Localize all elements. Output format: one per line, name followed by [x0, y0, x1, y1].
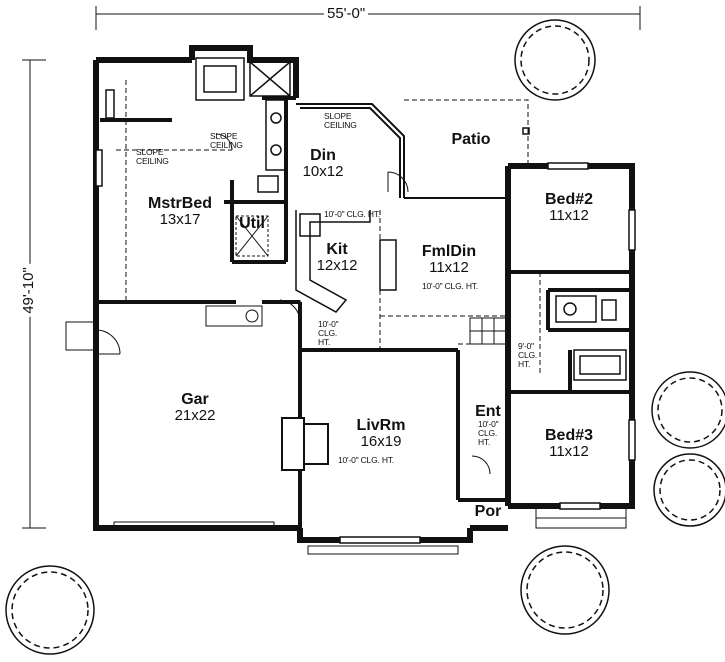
dining-label: Din 10x12 [298, 147, 348, 180]
room-size: 10x12 [302, 163, 344, 180]
room-size: 13x17 [159, 211, 201, 228]
shrubs [5, 19, 725, 655]
stair-grid [469, 317, 507, 345]
entry-label: Ent [468, 404, 508, 420]
slope-ceiling-master-note: SLOPE CEILING [136, 147, 169, 166]
master-bed-label: MstrBed 13x17 [130, 195, 230, 228]
entry-ceiling-note: 10'-0" CLG. HT. [478, 419, 499, 447]
room-name: LivRm [356, 417, 406, 434]
room-size: 21x22 [174, 407, 216, 424]
room-size: 11x12 [549, 207, 589, 224]
room-name: Util [239, 215, 265, 232]
room-name: Gar [181, 391, 209, 408]
exterior-walls [93, 45, 635, 543]
bed3-label: Bed#3 11x12 [534, 427, 604, 460]
room-name: Bed#2 [544, 191, 594, 208]
hall-bath-fixtures [555, 295, 627, 381]
hall-ceiling-note: 10'-0" CLG. HT. [318, 319, 339, 347]
patio-label: Patio [436, 132, 506, 148]
fireplace [281, 417, 329, 471]
room-name: Bed#3 [544, 427, 594, 444]
room-name: MstrBed [147, 195, 212, 212]
family-dining-label: FmlDin 11x12 [414, 243, 484, 276]
slope-ceiling-din-note: SLOPE CEILING [324, 111, 357, 130]
depth-dimension: 49'-10" [19, 264, 37, 317]
utility-label: Util [236, 216, 268, 232]
room-size: 11x12 [429, 259, 469, 276]
room-name: Ent [475, 403, 501, 420]
room-name: Kit [326, 241, 348, 258]
garage-label: Gar 21x22 [160, 391, 230, 424]
family-dining-ceiling-note: 10'-0" CLG. HT. [422, 281, 478, 291]
bed-hall-ceiling-note: 9'-0" CLG. HT. [518, 341, 538, 369]
kitchen-ceiling-note: 10'-0" CLG. HT. [324, 209, 380, 219]
porch-label: Por [468, 504, 508, 520]
front-walk [113, 507, 627, 555]
room-name: Patio [451, 131, 491, 148]
kitchen-counters [295, 210, 397, 313]
room-size: 16x19 [360, 433, 402, 450]
bed2-label: Bed#2 11x12 [534, 191, 604, 224]
bath-fixtures [105, 57, 291, 193]
living-room-label: LivRm 16x19 [346, 417, 416, 450]
room-name: FmlDin [421, 243, 477, 260]
doors [65, 133, 491, 475]
windows [95, 149, 636, 544]
room-size: 11x12 [549, 443, 589, 460]
width-dimension: 55'-0" [324, 5, 369, 22]
kitchen-label: Kit 12x12 [312, 241, 362, 274]
interior-walls [96, 96, 632, 528]
room-name: Din [310, 147, 336, 164]
slope-ceiling-bath-note: SLOPE CEILING [210, 131, 243, 150]
room-name: Por [474, 503, 502, 520]
utility-fixtures [205, 215, 269, 327]
room-size: 12x12 [316, 257, 358, 274]
living-room-ceiling-note: 10'-0" CLG. HT. [338, 455, 394, 465]
dining-bay [296, 103, 508, 199]
